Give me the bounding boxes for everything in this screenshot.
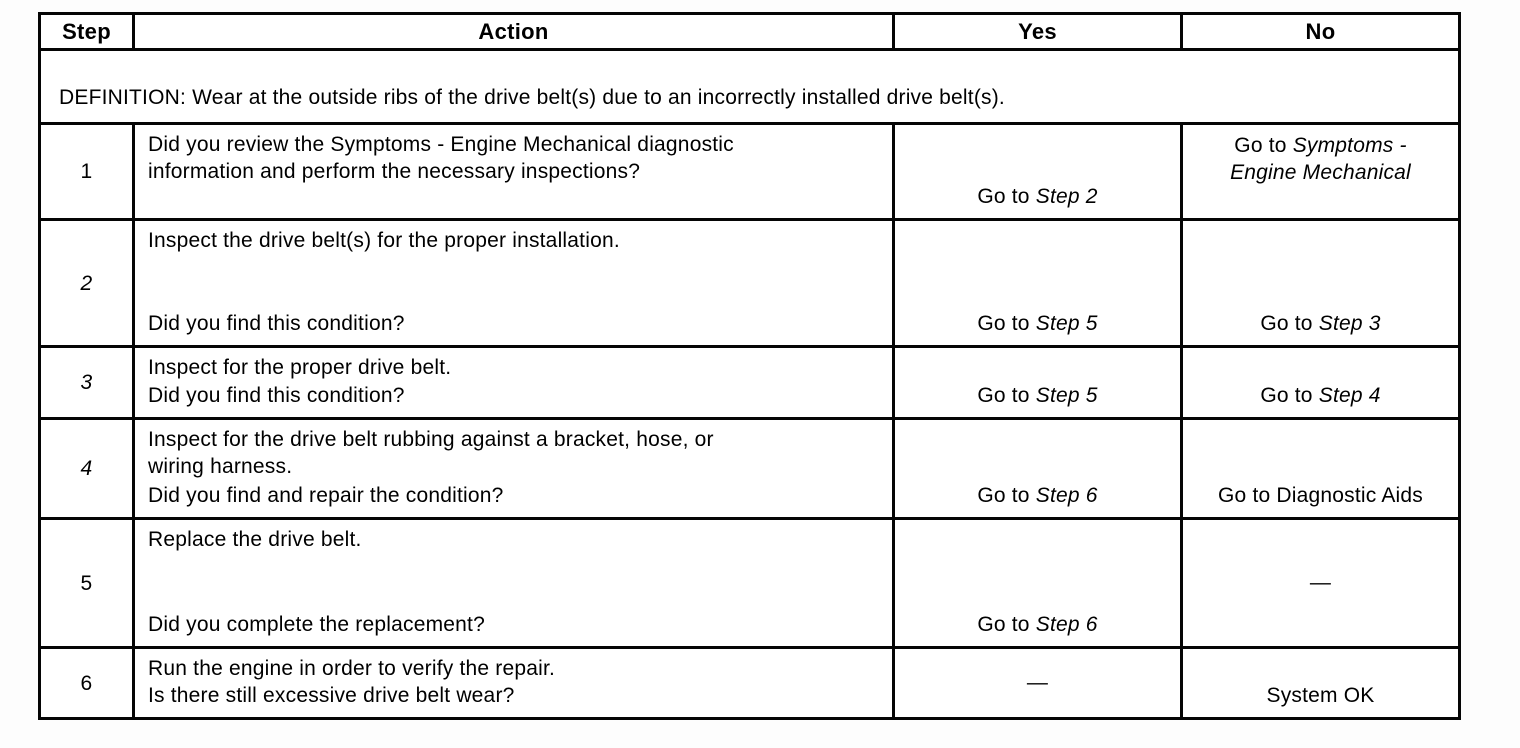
goto-prefix: — <box>1026 670 1049 694</box>
header-step: Step <box>41 15 135 51</box>
action-text: Inspect the drive belt(s) for the proper… <box>148 229 620 252</box>
step-number: 1 <box>41 125 135 221</box>
goto-prefix: Go to <box>977 384 1036 407</box>
step-number: 6 <box>41 649 135 717</box>
header-no-label: No <box>1305 19 1336 44</box>
goto-prefix: — <box>1309 570 1332 594</box>
goto-target: Step 5 <box>1035 384 1098 407</box>
goto-prefix: Go to <box>977 484 1036 507</box>
goto-prefix: Go to <box>977 185 1036 208</box>
no-cell: Go to Diagnostic Aids <box>1183 420 1458 520</box>
step-number: 2 <box>41 221 135 348</box>
action-cell: Run the engine in order to verify the re… <box>135 649 895 717</box>
header-action-label: Action <box>478 19 549 44</box>
action-text: Did you review the Symptoms - Engine Mec… <box>148 133 734 183</box>
action-text: Inspect for the proper drive belt. <box>148 356 452 379</box>
step-number-label: 4 <box>80 457 93 480</box>
action-question: Did you find and repair the condition? <box>148 484 504 507</box>
step-number-label: 3 <box>80 371 93 394</box>
yes-cell: Go to Step 5 <box>895 348 1183 420</box>
goto-text: Go to Step 6 <box>977 482 1097 509</box>
goto-prefix: Go to <box>977 613 1036 636</box>
yes-cell: Go to Step 6 <box>895 520 1183 649</box>
definition-row: DEFINITION: Wear at the outside ribs of … <box>41 51 1458 125</box>
goto-text: Go to Step 2 <box>977 183 1097 210</box>
action-cell: Inspect for the drive belt rubbing again… <box>135 420 895 520</box>
goto-target: Symptoms - Engine Mechanical <box>1230 134 1411 184</box>
goto-target: Step 4 <box>1318 384 1381 407</box>
action-question: Is there still excessive drive belt wear… <box>148 684 515 707</box>
goto-text: Go to Step 4 <box>1260 382 1380 409</box>
header-no: No <box>1183 15 1458 51</box>
action-cell: Inspect for the proper drive belt. Did y… <box>135 348 895 420</box>
action-question: Did you find this condition? <box>148 384 405 407</box>
yes-cell: Go to Step 5 <box>895 221 1183 348</box>
definition-text: DEFINITION: Wear at the outside ribs of … <box>59 86 1005 109</box>
goto-target: Step 6 <box>1035 613 1098 636</box>
goto-text: Go to Step 5 <box>977 310 1097 337</box>
dash-placeholder: — <box>1310 569 1331 596</box>
no-cell: — <box>1183 520 1458 649</box>
goto-text: Go to Diagnostic Aids <box>1218 482 1423 509</box>
goto-text: System OK <box>1267 682 1375 709</box>
no-cell: System OK <box>1183 649 1458 717</box>
header-yes: Yes <box>895 15 1183 51</box>
step-number-label: 6 <box>80 671 93 695</box>
goto-prefix: Go to Diagnostic Aids <box>1218 484 1423 507</box>
step-number: 4 <box>41 420 135 520</box>
goto-prefix: Go to <box>1234 134 1293 157</box>
no-cell: Go to Step 4 <box>1183 348 1458 420</box>
step-number: 3 <box>41 348 135 420</box>
action-cell: Inspect the drive belt(s) for the proper… <box>135 221 895 348</box>
action-cell: Replace the drive belt. Did you complete… <box>135 520 895 649</box>
action-question: Did you complete the replacement? <box>148 613 485 636</box>
header-yes-label: Yes <box>1018 19 1057 44</box>
no-cell: Go to Symptoms - Engine Mechanical <box>1183 125 1458 221</box>
goto-prefix: Go to <box>977 312 1036 335</box>
goto-target: Step 3 <box>1318 312 1381 335</box>
action-cell: Did you review the Symptoms - Engine Mec… <box>135 125 895 221</box>
action-text: Replace the drive belt. <box>148 528 362 551</box>
yes-cell: Go to Step 6 <box>895 420 1183 520</box>
yes-cell: — <box>895 649 1183 717</box>
dash-placeholder: — <box>1027 669 1048 696</box>
yes-cell: Go to Step 2 <box>895 125 1183 221</box>
step-number-label: 2 <box>80 271 93 295</box>
goto-target: Step 6 <box>1035 484 1098 507</box>
goto-prefix: System OK <box>1266 684 1375 707</box>
step-number-label: 1 <box>80 160 93 183</box>
goto-text: Go to Step 3 <box>1260 310 1380 337</box>
goto-text: Go to Step 5 <box>977 382 1097 409</box>
header-step-label: Step <box>62 19 111 44</box>
diagnostic-table: Step Action Yes No DEFINITION: Wear at t… <box>38 12 1461 720</box>
no-cell: Go to Step 3 <box>1183 221 1458 348</box>
step-number-label: 5 <box>80 571 93 595</box>
action-text: Inspect for the drive belt rubbing again… <box>148 428 714 478</box>
action-question: Did you find this condition? <box>148 312 405 335</box>
step-number: 5 <box>41 520 135 649</box>
goto-prefix: Go to <box>1260 312 1319 335</box>
goto-target: Step 5 <box>1035 312 1098 335</box>
action-text: Run the engine in order to verify the re… <box>148 657 556 680</box>
header-action: Action <box>135 15 895 51</box>
goto-prefix: Go to <box>1260 384 1319 407</box>
goto-text: Go to Step 6 <box>977 611 1097 638</box>
goto-target: Step 2 <box>1035 185 1098 208</box>
goto-text: Go to Symptoms - Engine Mechanical <box>1230 132 1411 186</box>
